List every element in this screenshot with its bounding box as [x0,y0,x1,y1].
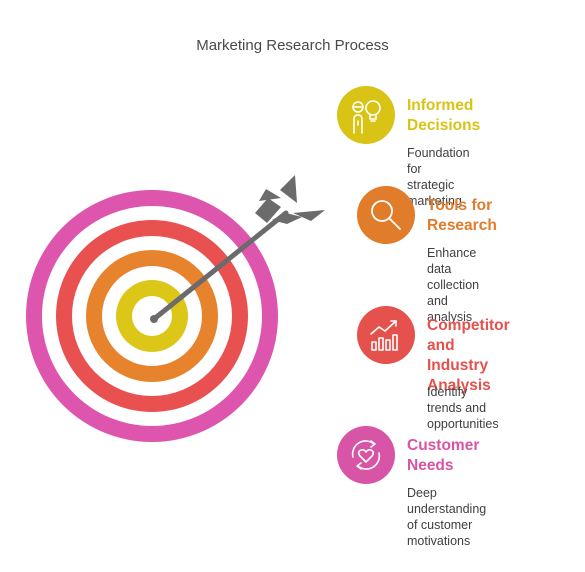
informed-decisions-icon-circle [337,86,395,144]
competitor-analysis-title: Competitor and Industry Analysis [427,317,510,394]
heart-cycle-icon [351,440,381,470]
ideas-person-icon [352,100,381,134]
competitor-analysis-icon-circle [357,306,415,364]
customer-needs-icon-circle [337,426,395,484]
customer-needs-title: Customer Needs [407,437,480,474]
tools-for-research-icon-circle [357,186,415,244]
customer-needs-description: Deep understanding of customer motivatio… [407,486,487,548]
diagram-title: Marketing Research Process [196,37,389,54]
competitor-analysis-description: Identify trends and opportunities [427,385,499,431]
magnifier-icon [371,200,401,230]
growth-chart-icon [370,320,398,351]
tools-for-research-description: Enhance data collection and analysis [427,246,480,324]
tools-for-research-title: Tools for Research [427,197,497,234]
informed-decisions-title: Informed Decisions [407,97,481,134]
informed-decisions-description: Foundation for strategic marketing [407,146,470,208]
arrow-icon [150,175,325,323]
